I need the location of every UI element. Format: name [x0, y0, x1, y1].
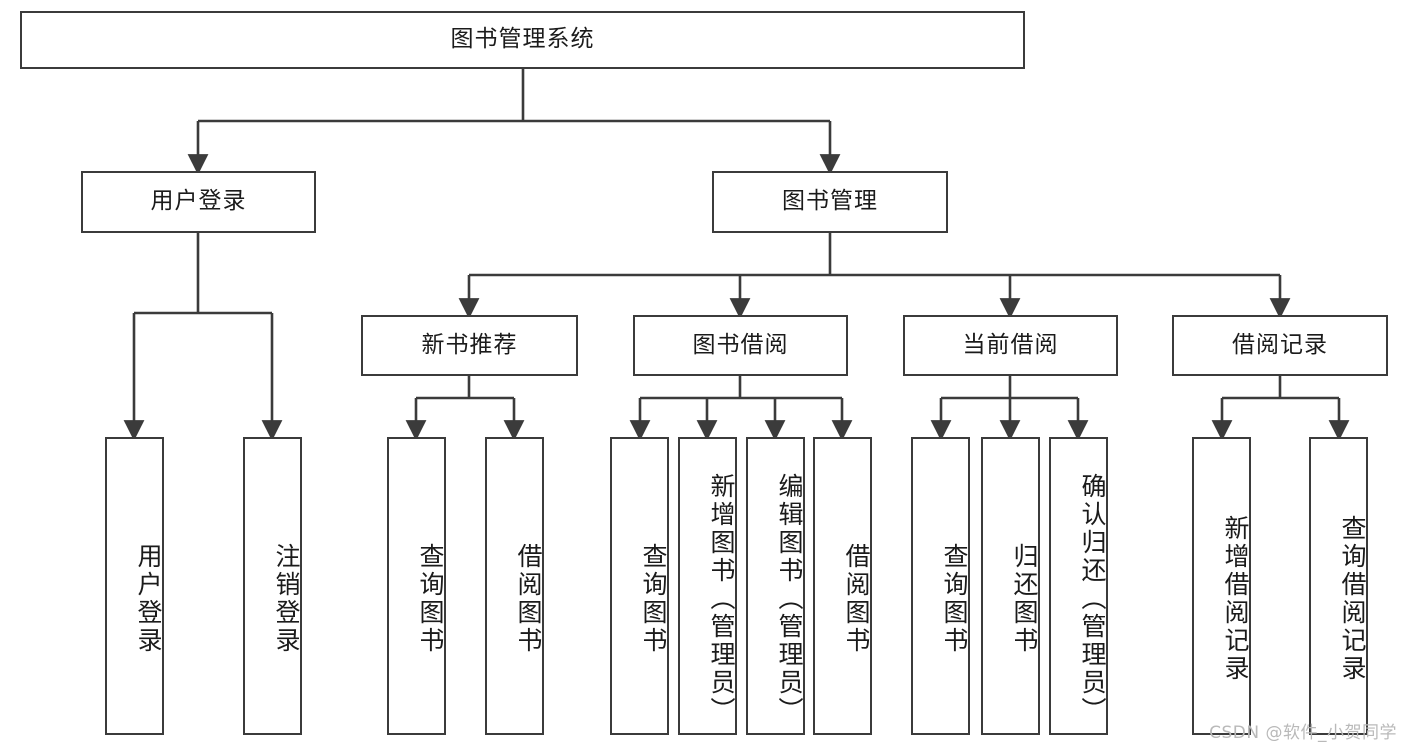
node-leaf-query-book-c-label: 查询图书	[940, 543, 969, 655]
node-leaf-borrow-book-a[interactable]: 借阅图书	[485, 437, 544, 735]
node-leaf-query-borrow-record[interactable]: 查询借阅记录	[1309, 437, 1368, 735]
node-current-borrow-label: 当前借阅	[962, 331, 1059, 358]
node-current-borrow[interactable]: 当前借阅	[903, 315, 1118, 376]
node-leaf-return-book-label: 归还图书	[1010, 543, 1039, 655]
node-leaf-add-borrow-record[interactable]: 新增借阅记录	[1192, 437, 1251, 735]
watermark-text: CSDN @软件_小贺同学	[1209, 723, 1397, 743]
node-borrow-record-label: 借阅记录	[1232, 331, 1328, 358]
node-root[interactable]: 图书管理系统	[20, 11, 1025, 69]
node-leaf-query-borrow-record-label: 查询借阅记录	[1338, 515, 1367, 683]
node-leaf-query-book-b-label: 查询图书	[639, 543, 668, 655]
node-leaf-add-borrow-record-label: 新增借阅记录	[1221, 515, 1250, 683]
node-user-login-label: 用户登录	[150, 188, 247, 215]
node-leaf-query-book-a-label: 查询图书	[416, 543, 445, 655]
node-leaf-confirm-return-admin-label: 确认归还（管理员）	[1078, 473, 1107, 725]
node-leaf-user-login-label: 用户登录	[134, 543, 163, 655]
node-leaf-add-book-admin[interactable]: 新增图书（管理员）	[678, 437, 737, 735]
node-leaf-logout-label: 注销登录	[272, 543, 301, 655]
node-book-borrow[interactable]: 图书借阅	[633, 315, 848, 376]
node-book-management[interactable]: 图书管理	[712, 171, 948, 233]
node-leaf-borrow-book-b[interactable]: 借阅图书	[813, 437, 872, 735]
node-leaf-query-book-c[interactable]: 查询图书	[911, 437, 970, 735]
node-leaf-borrow-book-b-label: 借阅图书	[842, 543, 871, 655]
node-leaf-query-book-b[interactable]: 查询图书	[610, 437, 669, 735]
node-user-login[interactable]: 用户登录	[81, 171, 316, 233]
node-leaf-edit-book-admin-label: 编辑图书（管理员）	[775, 473, 804, 725]
node-book-management-label: 图书管理	[782, 188, 878, 215]
node-leaf-edit-book-admin[interactable]: 编辑图书（管理员）	[746, 437, 805, 735]
node-book-borrow-label: 图书借阅	[692, 331, 789, 358]
node-root-label: 图书管理系统	[450, 26, 595, 53]
node-leaf-query-book-a[interactable]: 查询图书	[387, 437, 446, 735]
node-borrow-record[interactable]: 借阅记录	[1172, 315, 1388, 376]
node-new-book-recommend-label: 新书推荐	[421, 331, 518, 358]
node-new-book-recommend[interactable]: 新书推荐	[361, 315, 578, 376]
node-leaf-borrow-book-a-label: 借阅图书	[514, 543, 543, 655]
node-leaf-return-book[interactable]: 归还图书	[981, 437, 1040, 735]
node-leaf-user-login[interactable]: 用户登录	[105, 437, 164, 735]
node-leaf-add-book-admin-label: 新增图书（管理员）	[707, 473, 736, 725]
node-leaf-confirm-return-admin[interactable]: 确认归还（管理员）	[1049, 437, 1108, 735]
node-leaf-logout[interactable]: 注销登录	[243, 437, 302, 735]
